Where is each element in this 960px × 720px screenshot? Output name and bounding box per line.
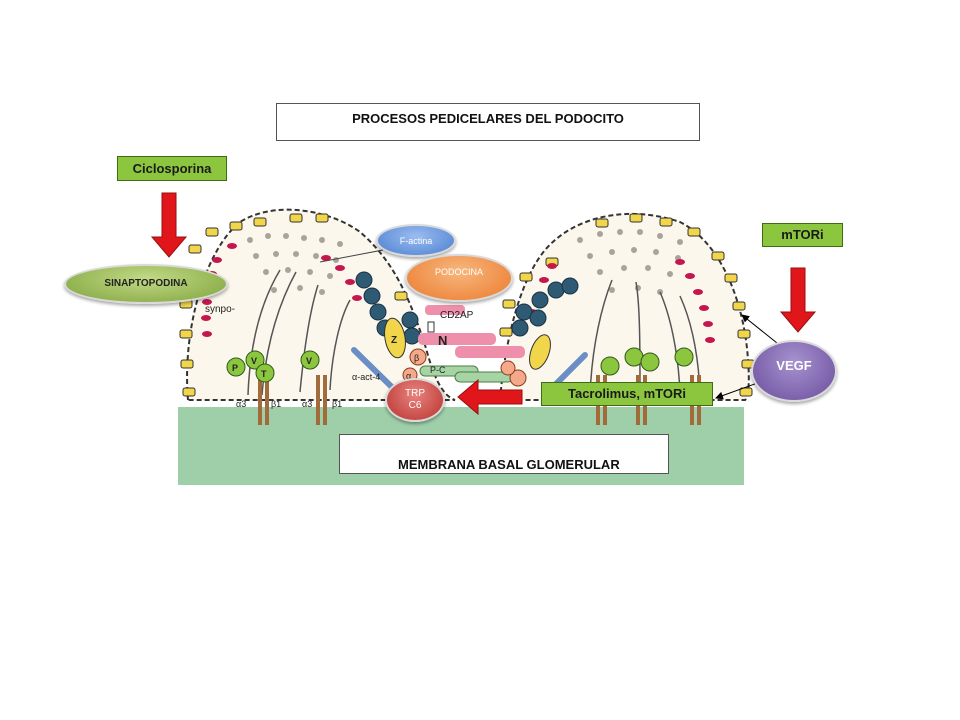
slit-protein-balls — [355, 271, 579, 345]
left-cytoplasm-dots — [247, 233, 343, 295]
right-green-molecules — [600, 347, 694, 376]
vegf-oval: VEGF — [751, 340, 837, 402]
label-t: T — [261, 369, 267, 379]
label-alpha-act4: α-act-4 — [352, 372, 380, 382]
diagram-title: PROCESOS PEDICELARES DEL PODOCITO — [352, 111, 624, 126]
tacrolimus-arrow — [457, 378, 523, 416]
label-z: Z — [391, 335, 397, 346]
trpc6-oval: TRP C6 — [385, 378, 445, 422]
label-n: N — [438, 333, 447, 348]
left-membrane-dots — [179, 213, 408, 397]
sinaptopodina-oval: SINAPTOPODINA — [64, 264, 228, 304]
label-cd2ap: CD2AP — [440, 310, 474, 321]
membrane-label-box: MEMBRANA BASAL GLOMERULAR — [339, 434, 669, 474]
label-pc: P-C — [430, 365, 446, 375]
ciclosporina-arrow — [150, 192, 188, 258]
label-b1-1: β1 — [271, 399, 281, 409]
sinaptopodina-label: SINAPTOPODINA — [104, 278, 188, 289]
mtori-tag: mTORi — [762, 223, 843, 247]
trpc6-label-line1: TRP — [405, 388, 425, 399]
label-v2: V — [306, 356, 312, 366]
label-v1: V — [251, 356, 257, 366]
left-green-molecules — [226, 350, 320, 383]
tacrolimus-tag: Tacrolimus, mTORi — [541, 382, 713, 406]
label-b1-2: β1 — [332, 399, 342, 409]
right-membrane-dots — [499, 213, 755, 397]
label-a3-1: α3 — [236, 399, 246, 409]
podocina-label: PODOCINA — [434, 267, 483, 277]
label-synpo: synpo- — [205, 304, 235, 315]
mtori-arrow — [779, 267, 817, 333]
label-beta: β — [414, 353, 419, 363]
vegf-label: VEGF — [776, 358, 812, 373]
label-alpha: α — [406, 371, 411, 381]
podocina-oval: PODOCINA — [405, 254, 513, 302]
label-a3-2: α3 — [302, 399, 312, 409]
figure-labels: synpo- CD2AP N Z P-C β α α-act-4 P V T V… — [205, 304, 474, 409]
ciclosporina-tag: Ciclosporina — [117, 156, 227, 181]
factina-oval: F-actina — [376, 224, 456, 257]
factina-label: F-actina — [399, 236, 433, 246]
factina-connector — [319, 249, 384, 263]
left-integrins — [258, 375, 327, 425]
label-p: P — [232, 363, 238, 373]
title-box: PROCESOS PEDICELARES DEL PODOCITO — [276, 103, 700, 141]
trpc6-label-line2: C6 — [408, 400, 422, 411]
membrane-label: MEMBRANA BASAL GLOMERULAR — [398, 457, 620, 472]
